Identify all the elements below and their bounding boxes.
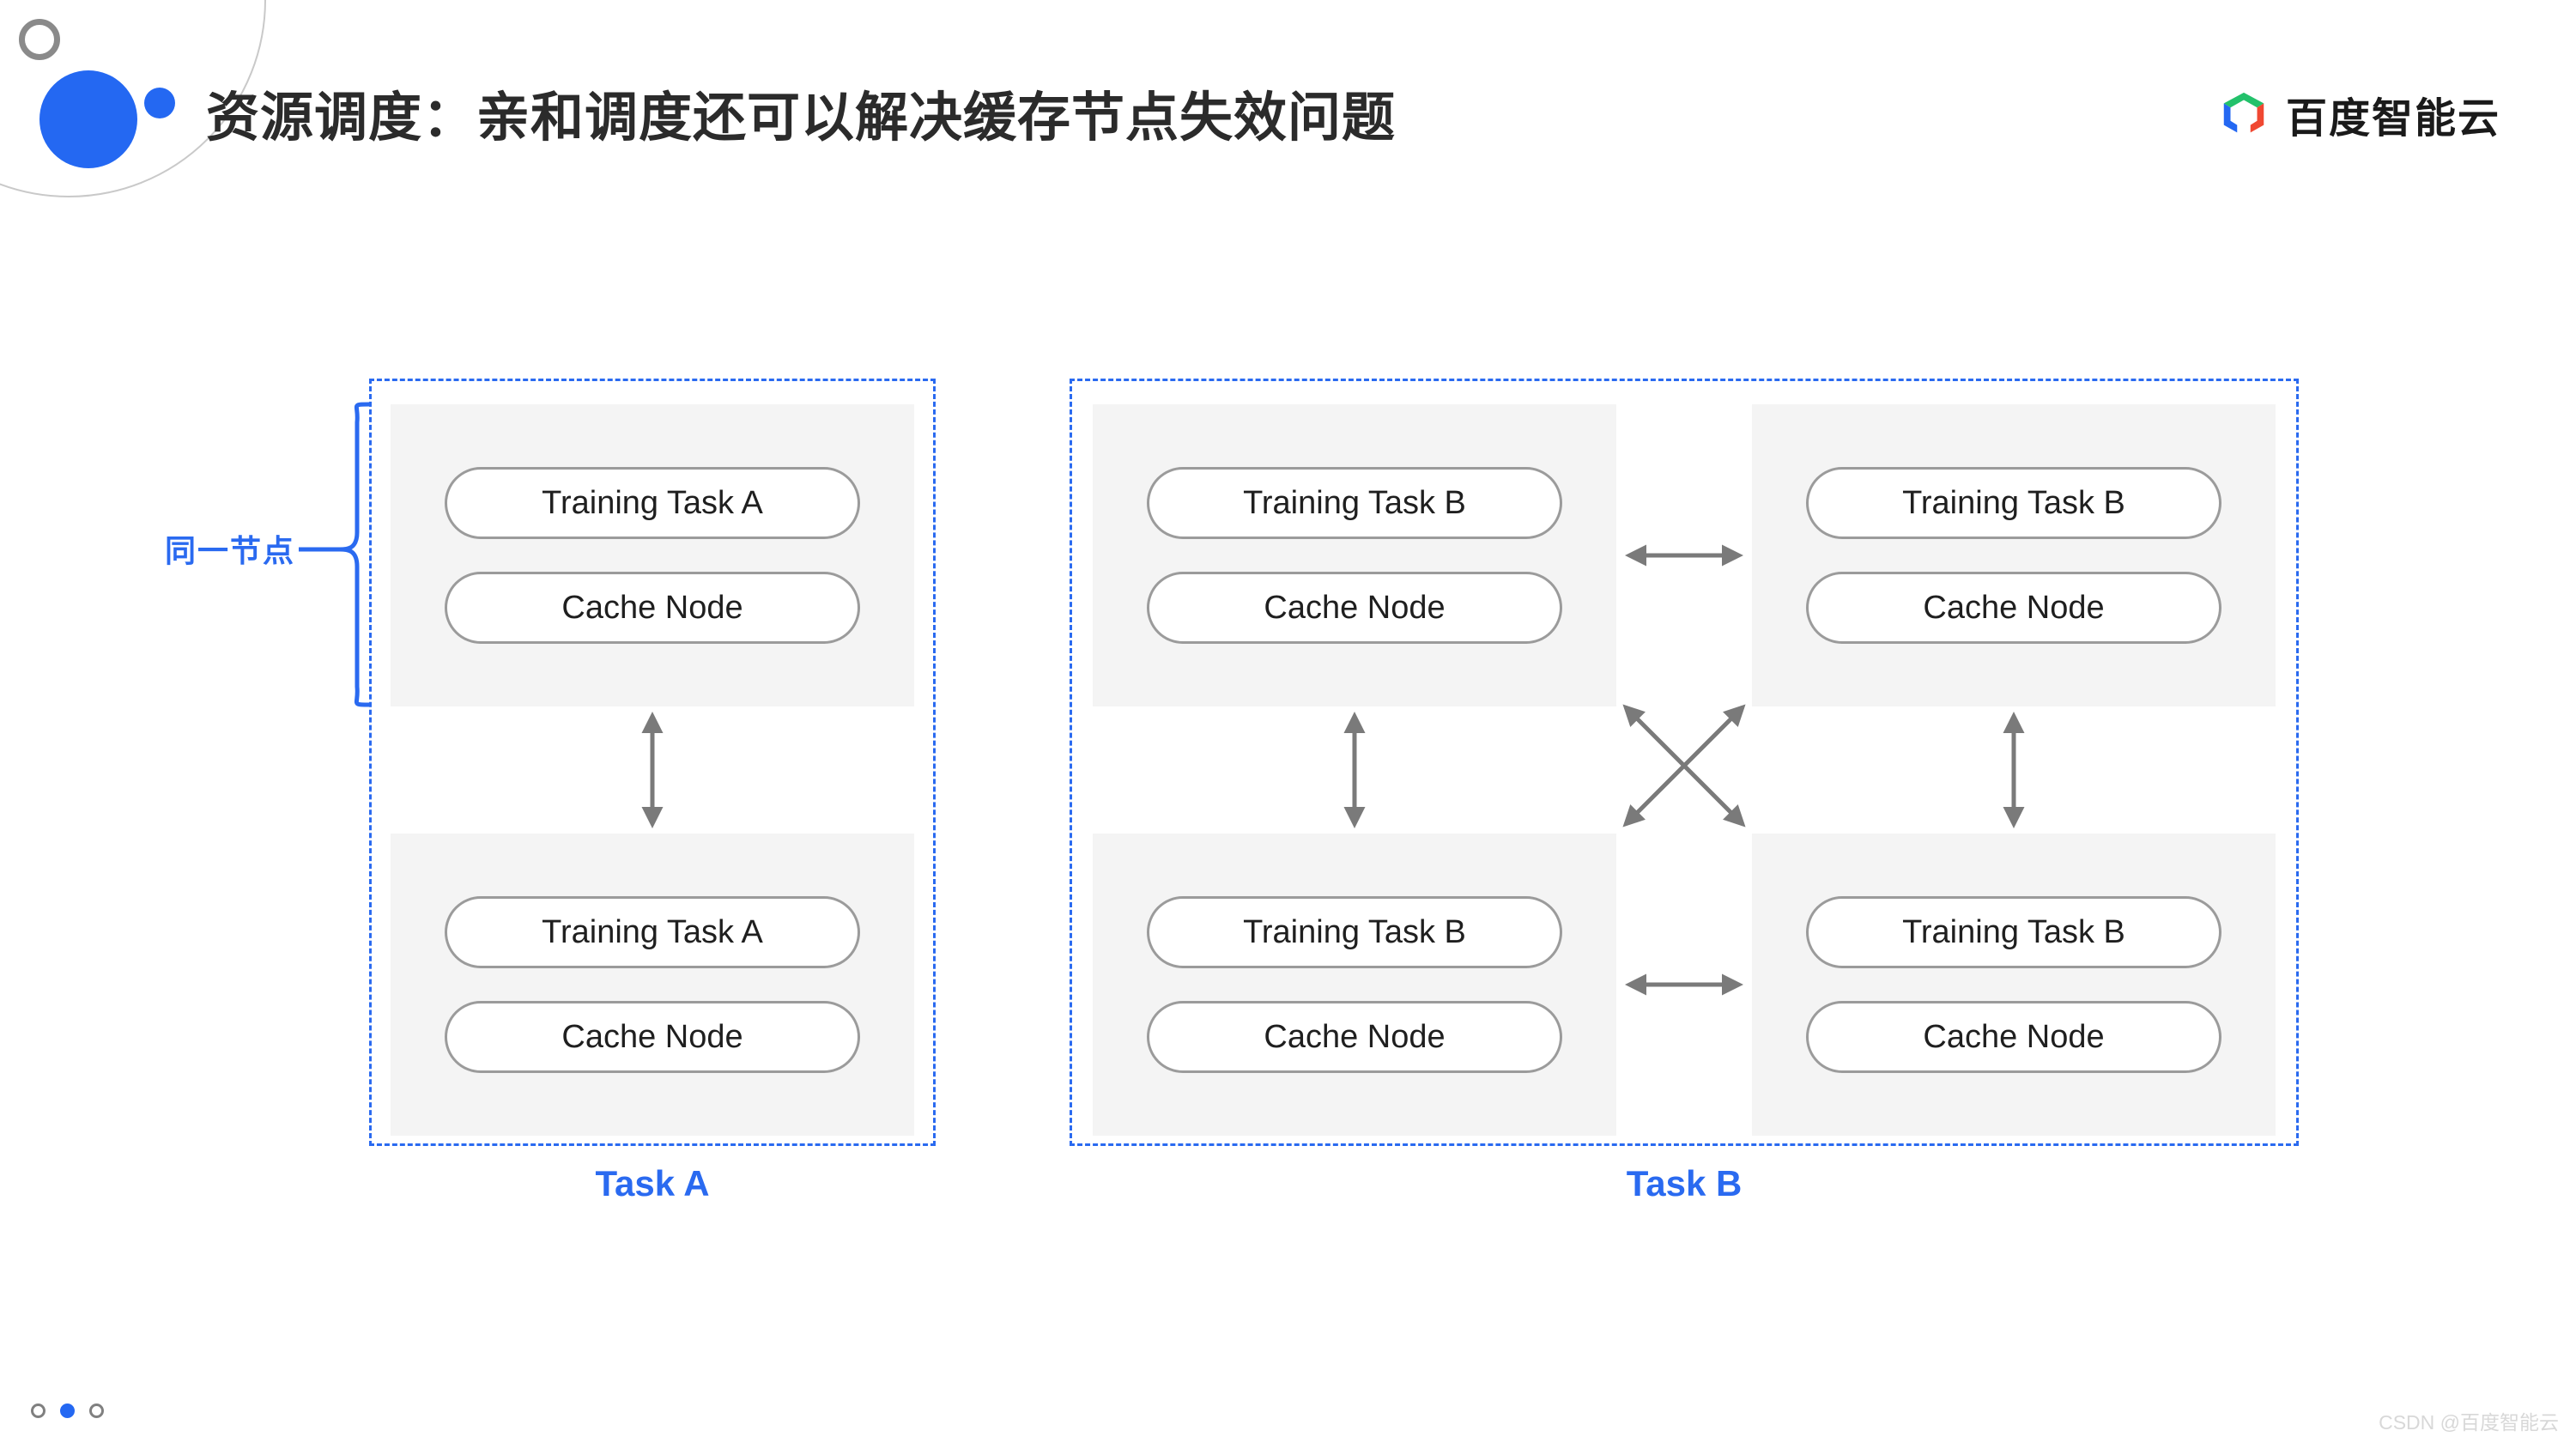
node-card-b-top-left: Training Task B Cache Node — [1093, 404, 1616, 706]
node-card-b-top-right: Training Task B Cache Node — [1752, 404, 2276, 706]
pill-cache-node: Cache Node — [1806, 1001, 2221, 1073]
pager-dot-3[interactable] — [89, 1404, 104, 1418]
brand-name-label: 百度智能云 — [2285, 96, 2500, 142]
task-caption-a: Task A — [595, 1163, 710, 1203]
pill-training-task: Training Task B — [1147, 896, 1562, 968]
filled-circle-decoration-icon — [39, 70, 137, 168]
pill-cache-node: Cache Node — [445, 1001, 860, 1073]
pager-dot-2[interactable] — [60, 1404, 75, 1418]
pill-cache-node: Cache Node — [1147, 1001, 1562, 1073]
pill-training-task: Training Task B — [1806, 467, 2221, 539]
task-group-a — [369, 379, 936, 1146]
pill-cache-node: Cache Node — [1806, 572, 2221, 644]
pager-dot-1[interactable] — [31, 1404, 45, 1418]
watermark: CSDN @百度智能云 — [2379, 1411, 2559, 1434]
pill-cache-node: Cache Node — [445, 572, 860, 644]
baidu-cloud-cube-icon — [2223, 92, 2264, 133]
small-filled-circle-decoration-icon — [144, 88, 175, 118]
task-group-b — [1070, 379, 2299, 1146]
outline-circle-decoration-icon — [19, 19, 60, 60]
pill-training-task: Training Task A — [445, 896, 860, 968]
same-node-label: 同一节点 — [165, 533, 296, 568]
node-card-a-1: Training Task A Cache Node — [391, 404, 914, 706]
node-card-a-2: Training Task A Cache Node — [391, 834, 914, 1136]
node-card-b-bottom-left: Training Task B Cache Node — [1093, 834, 1616, 1136]
slide-pager[interactable] — [31, 1404, 104, 1418]
node-card-b-bottom-right: Training Task B Cache Node — [1752, 834, 2276, 1136]
pill-cache-node: Cache Node — [1147, 572, 1562, 644]
task-caption-b: Task B — [1626, 1163, 1743, 1203]
pill-training-task: Training Task B — [1806, 896, 2221, 968]
pill-training-task: Training Task B — [1147, 467, 1562, 539]
pill-training-task: Training Task A — [445, 467, 860, 539]
brand-logo: 百度智能云 — [2217, 84, 2500, 144]
page-title: 资源调度：亲和调度还可以解决缓存节点失效问题 — [206, 88, 1397, 148]
curly-brace-icon — [339, 402, 370, 707]
